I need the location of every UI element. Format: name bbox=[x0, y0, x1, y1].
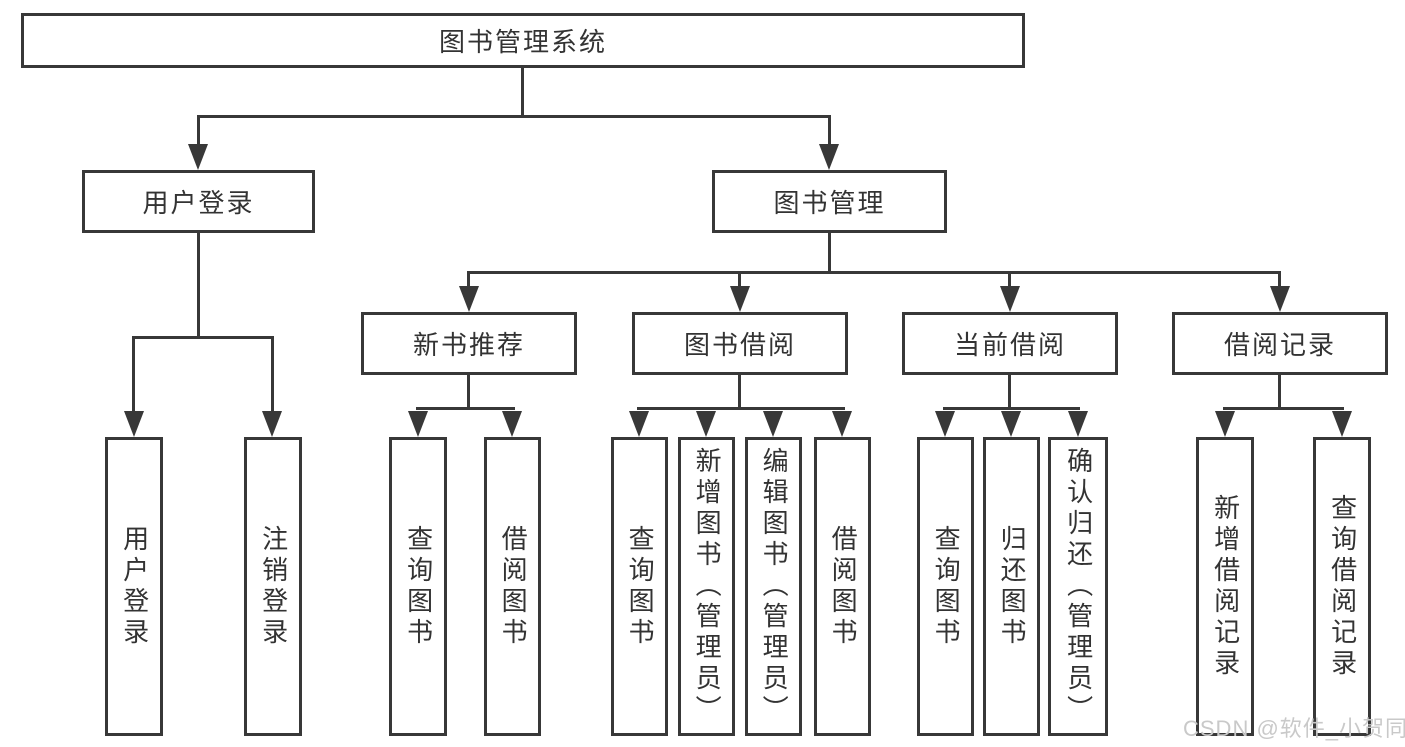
leaf-label: 编辑图书（管理员） bbox=[759, 447, 790, 726]
node-label: 借阅记录 bbox=[1223, 330, 1336, 360]
arrow-down-icon bbox=[502, 411, 522, 437]
connector-line bbox=[467, 271, 470, 288]
node-library-management-system: 图书管理系统 bbox=[21, 13, 1025, 68]
connector-line bbox=[521, 68, 524, 118]
arrow-down-icon bbox=[730, 286, 750, 312]
leaf-label: 查询借阅记录 bbox=[1327, 493, 1358, 680]
connector-line bbox=[738, 375, 741, 410]
leaf-search-books-borrowing: 查询图书 bbox=[611, 437, 668, 736]
connector-line bbox=[197, 115, 200, 145]
arrow-down-icon bbox=[819, 144, 839, 170]
connector-line bbox=[1008, 375, 1011, 410]
leaf-borrow-books-borrowing: 借阅图书 bbox=[814, 437, 871, 736]
arrow-down-icon bbox=[124, 411, 144, 437]
leaf-label: 借阅图书 bbox=[828, 524, 859, 649]
watermark: CSDN @软件_小贺同学 bbox=[1183, 716, 1405, 741]
connector-line bbox=[132, 336, 135, 412]
leaf-user-login: 用户登录 bbox=[105, 437, 163, 736]
connector-line bbox=[828, 233, 831, 274]
connector-line bbox=[1278, 375, 1281, 410]
node-user-login: 用户登录 bbox=[82, 170, 315, 233]
leaf-label: 查询图书 bbox=[403, 524, 434, 649]
node-current-borrowing: 当前借阅 bbox=[902, 312, 1118, 375]
arrow-down-icon bbox=[262, 411, 282, 437]
connector-line bbox=[416, 407, 515, 410]
arrow-down-icon bbox=[1215, 411, 1235, 437]
node-label: 用户登录 bbox=[142, 188, 255, 218]
leaf-label: 查询图书 bbox=[931, 524, 962, 649]
arrow-down-icon bbox=[763, 411, 783, 437]
connector-line bbox=[1008, 271, 1011, 288]
node-book-borrowing: 图书借阅 bbox=[632, 312, 848, 375]
leaf-search-borrow-record: 查询借阅记录 bbox=[1313, 437, 1371, 736]
connector-line bbox=[943, 407, 1080, 410]
connector-line bbox=[637, 407, 845, 410]
node-label: 当前借阅 bbox=[953, 330, 1066, 360]
connector-line bbox=[1278, 271, 1281, 288]
leaf-search-books-current: 查询图书 bbox=[917, 437, 974, 736]
connector-line bbox=[738, 271, 741, 288]
node-label: 图书管理系统 bbox=[438, 27, 607, 57]
leaf-confirm-return-admin: 确认归还（管理员） bbox=[1048, 437, 1108, 736]
connector-line bbox=[1223, 407, 1344, 410]
arrow-down-icon bbox=[696, 411, 716, 437]
arrow-down-icon bbox=[188, 144, 208, 170]
node-label: 新书推荐 bbox=[412, 330, 525, 360]
leaf-label: 查询图书 bbox=[625, 524, 656, 649]
arrow-down-icon bbox=[408, 411, 428, 437]
leaf-edit-books-admin: 编辑图书（管理员） bbox=[745, 437, 802, 736]
leaf-logout: 注销登录 bbox=[244, 437, 302, 736]
leaf-return-books: 归还图书 bbox=[983, 437, 1040, 736]
leaf-add-books-admin: 新增图书（管理员） bbox=[678, 437, 735, 736]
connector-line bbox=[132, 336, 274, 339]
connector-line bbox=[828, 115, 831, 145]
arrow-down-icon bbox=[935, 411, 955, 437]
connector-line bbox=[197, 233, 200, 339]
arrow-down-icon bbox=[1000, 286, 1020, 312]
leaf-add-borrow-record: 新增借阅记录 bbox=[1196, 437, 1254, 736]
leaf-label: 确认归还（管理员） bbox=[1063, 447, 1094, 726]
arrow-down-icon bbox=[1270, 286, 1290, 312]
node-new-book-recommendation: 新书推荐 bbox=[361, 312, 577, 375]
leaf-label: 归还图书 bbox=[997, 524, 1028, 649]
arrow-down-icon bbox=[1332, 411, 1352, 437]
connector-line bbox=[467, 271, 1281, 274]
arrow-down-icon bbox=[629, 411, 649, 437]
node-book-management: 图书管理 bbox=[712, 170, 947, 233]
leaf-label: 用户登录 bbox=[119, 524, 150, 649]
arrow-down-icon bbox=[832, 411, 852, 437]
connector-line bbox=[467, 375, 470, 410]
node-borrowing-records: 借阅记录 bbox=[1172, 312, 1388, 375]
leaf-label: 借阅图书 bbox=[498, 524, 529, 649]
arrow-down-icon bbox=[459, 286, 479, 312]
leaf-search-books-recommend: 查询图书 bbox=[389, 437, 447, 736]
leaf-label: 新增借阅记录 bbox=[1210, 493, 1241, 680]
leaf-label: 新增图书（管理员） bbox=[692, 447, 723, 726]
arrow-down-icon bbox=[1001, 411, 1021, 437]
leaf-label: 注销登录 bbox=[258, 524, 289, 649]
node-label: 图书借阅 bbox=[683, 330, 796, 360]
connector-line bbox=[271, 336, 274, 412]
connector-line bbox=[197, 115, 831, 118]
leaf-borrow-books-recommend: 借阅图书 bbox=[484, 437, 541, 736]
arrow-down-icon bbox=[1068, 411, 1088, 437]
node-label: 图书管理 bbox=[773, 188, 886, 218]
